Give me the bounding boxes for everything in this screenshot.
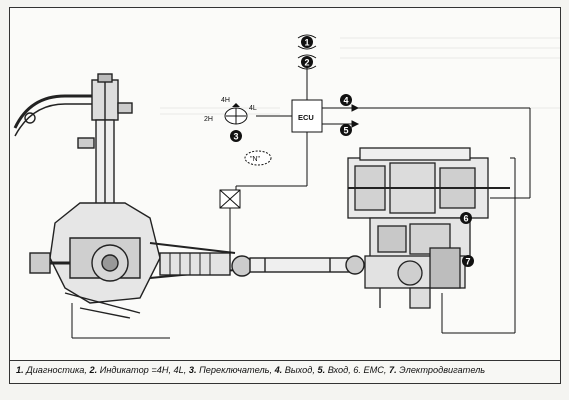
neutral-label: "N": [250, 156, 261, 163]
marker-3-text: 3: [233, 132, 238, 142]
caption-text-4: Выход,: [282, 365, 318, 375]
caption-num-1: 1.: [16, 365, 24, 375]
marker-4-text: 4: [343, 96, 348, 106]
drivetrain-diagram: ECU 4H 4L 2H "N": [13, 34, 560, 339]
caption-text-3: Переключатель,: [196, 365, 275, 375]
caption-bar: 1. Диагностика, 2. Индикатор =4Н, 4L, 3.…: [9, 361, 561, 384]
caption-num-3: 3.: [188, 365, 197, 375]
marker-5-text: 5: [343, 126, 348, 136]
marker-1: 1: [301, 36, 313, 48]
diagram-panel: ECU 4H 4L 2H "N": [9, 7, 561, 361]
caption-num-5: 5.: [317, 365, 326, 375]
selector-4h-label: 4H: [221, 97, 230, 104]
caption-text-1: Диагностика,: [23, 365, 90, 375]
figure-caption: 1. Диагностика, 2. Индикатор =4Н, 4L, 3.…: [16, 365, 485, 375]
ecu-box: [291, 99, 323, 133]
selector-switch: [224, 103, 248, 125]
caption-num-4: 4.: [274, 365, 283, 375]
indicator-symbols: [297, 34, 317, 70]
ecu-label: ECU: [298, 113, 314, 122]
caption-text-7: Электродвигатель: [396, 365, 486, 375]
marker-3: 3: [230, 130, 242, 142]
caption-text-5: Вход, 6. ЕМС,: [325, 365, 390, 375]
marker-2: 2: [301, 56, 313, 68]
marker-7-text: 7: [465, 257, 470, 267]
marker-7: 7: [462, 255, 474, 267]
caption-num-2: 2.: [89, 365, 98, 375]
transfer-case-assembly: [347, 147, 510, 309]
marker-6-text: 6: [463, 214, 468, 224]
selector-4l-label: 4L: [249, 105, 257, 112]
marker-6: 6: [460, 212, 472, 224]
selector-2h-label: 2H: [204, 116, 213, 123]
front-axle-assembly: [13, 73, 365, 319]
marker-2-text: 2: [304, 58, 309, 68]
caption-text-2: Индикатор =4Н, 4L,: [97, 365, 189, 375]
neutral-switch: [244, 150, 272, 166]
marker-1-text: 1: [304, 38, 309, 48]
control-wiring: [71, 58, 531, 339]
caption-num-7: 7.: [389, 365, 397, 375]
marker-4: 4: [340, 94, 352, 106]
marker-5: 5: [340, 124, 352, 136]
bleed-through-text: [160, 37, 560, 115]
